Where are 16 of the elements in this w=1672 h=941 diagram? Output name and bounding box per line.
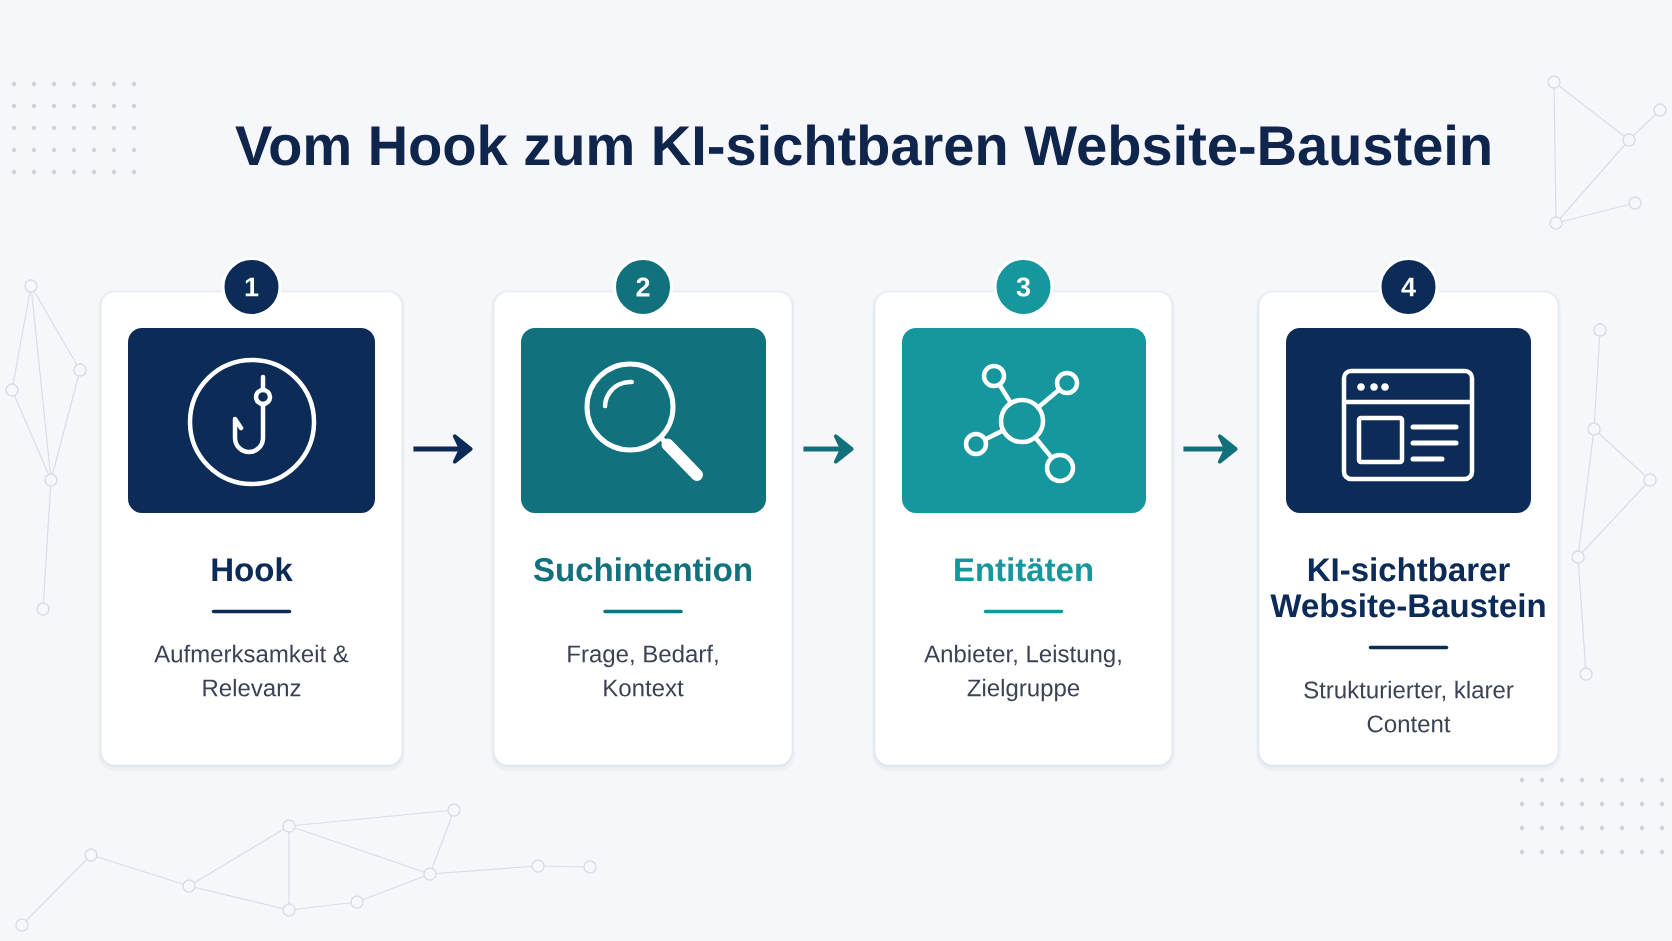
step-title: Suchintention	[534, 557, 751, 582]
arrow	[1183, 434, 1238, 464]
step-title: Hook	[212, 557, 293, 582]
step-description: Strukturierter, klarer Content	[1304, 680, 1514, 733]
step-title: KI-sichtbarer Website-Baustein	[1270, 557, 1545, 618]
arrow	[413, 434, 473, 464]
title: Vom Hook zum KI-sichtbaren Website-Baustein	[235, 124, 1490, 166]
number-badge: 4	[1378, 257, 1439, 317]
number-badge: 2	[613, 257, 673, 317]
step-description: Anbieter, Leistung, Zielgruppe	[924, 644, 1121, 702]
number-badge: 1	[221, 257, 282, 317]
step-title: Entitäten	[955, 557, 1093, 582]
step-description: Aufmerksamkeit & Relevanz	[154, 644, 349, 697]
arrow	[803, 434, 854, 464]
number-badge: 3	[993, 257, 1054, 317]
step-description: Frage, Bedarf, Kontext	[568, 644, 718, 697]
